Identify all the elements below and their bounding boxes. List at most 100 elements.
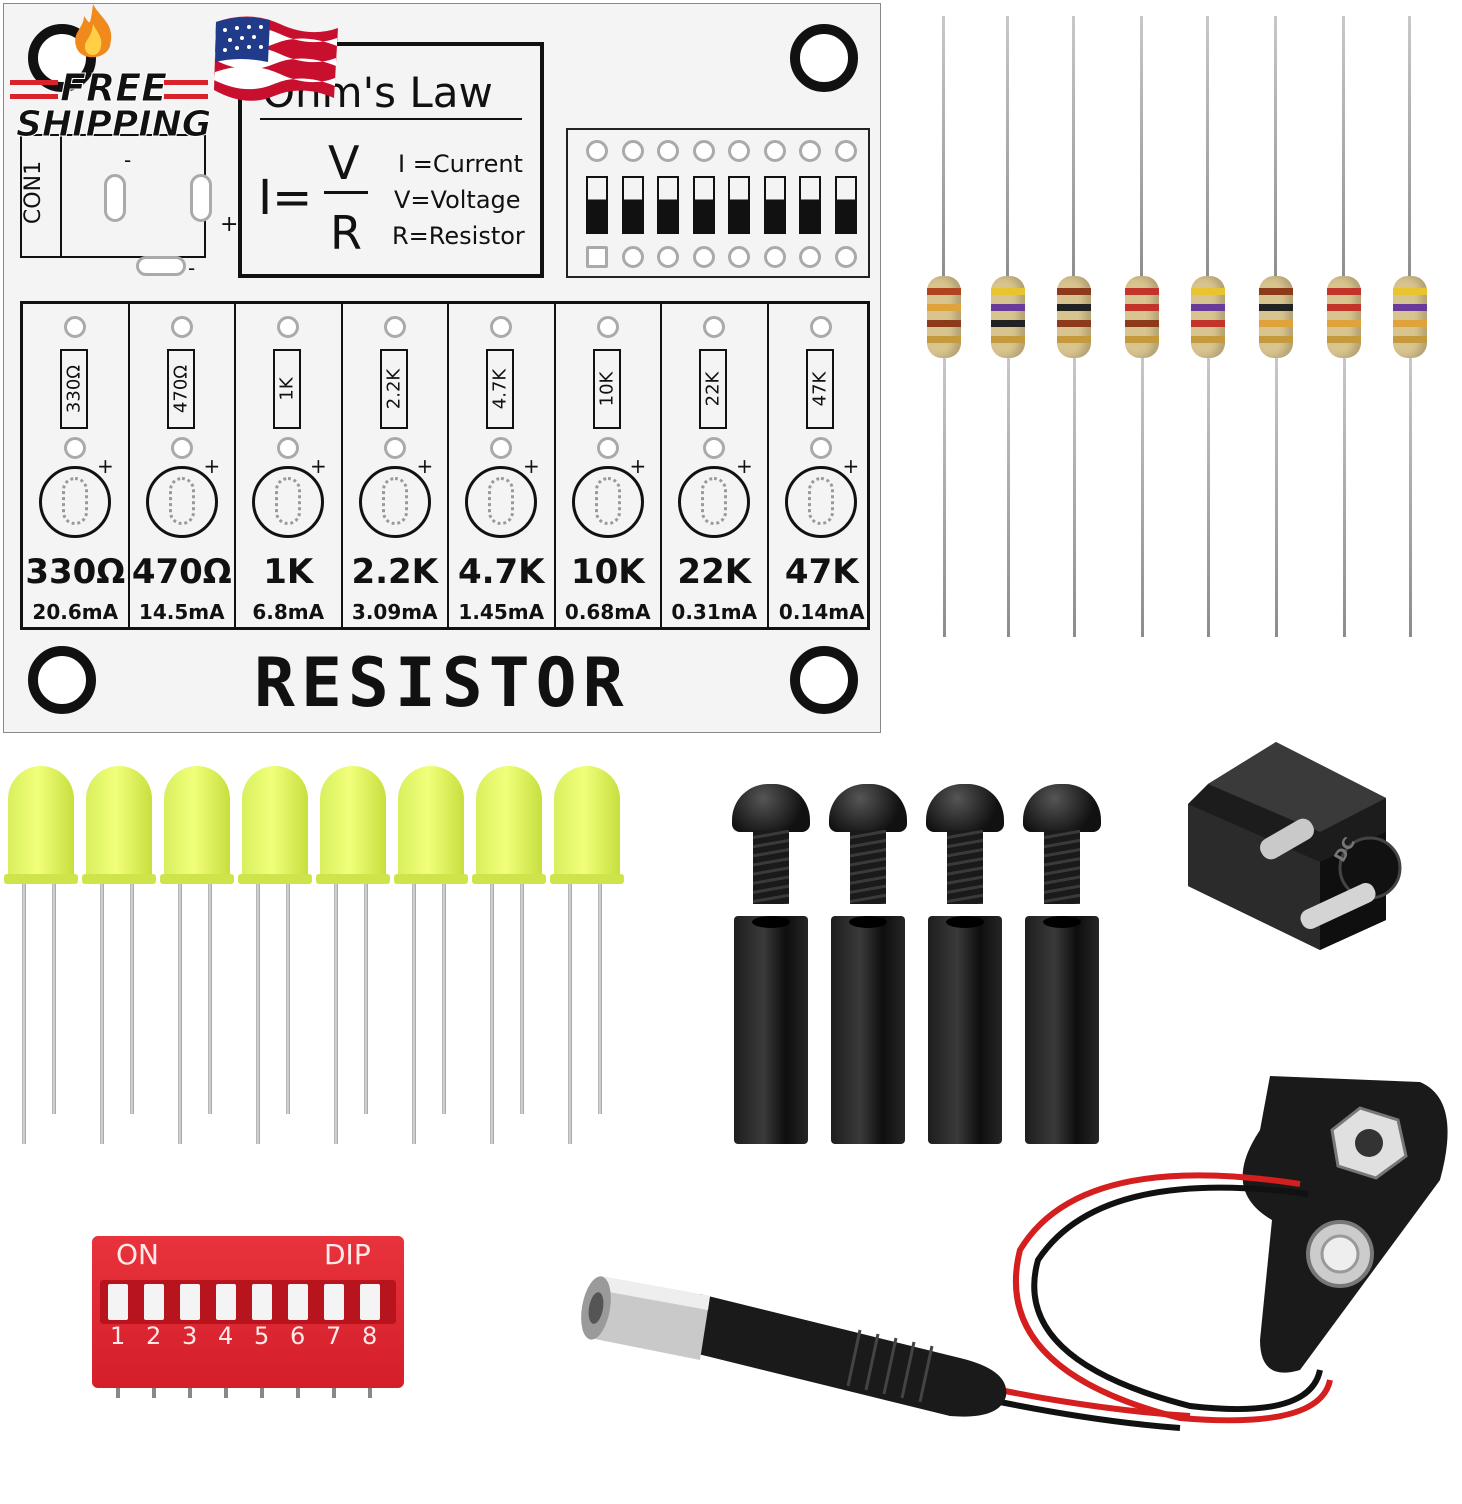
flame-icon (75, 4, 112, 58)
resistor-lead-top (942, 16, 945, 286)
dip-pad-top (657, 140, 679, 162)
screw-head (926, 784, 1004, 832)
screw-thread (947, 830, 983, 904)
color-band (1393, 304, 1427, 311)
resistor-body (1327, 276, 1361, 358)
dip-number: 3 (182, 1322, 198, 1350)
resistor-pad-bottom (277, 437, 299, 459)
led-leg-long (178, 884, 182, 1144)
resistor-lead-bottom (1409, 355, 1412, 637)
footprint-label: 330Ω (63, 364, 85, 414)
resistor-footer-title: RESISTOR (254, 644, 630, 723)
resistor-lead-top (1006, 16, 1009, 286)
screw-thread (850, 830, 886, 904)
con-body-outline (60, 134, 206, 258)
resistor-value: 22K (677, 552, 752, 592)
dip-rocker[interactable] (108, 1284, 128, 1320)
dip-number: 8 (362, 1322, 378, 1350)
dip-on-label: ON (116, 1238, 159, 1271)
con-minus-bottom: - (188, 256, 196, 280)
resistor-lead-top (1408, 16, 1411, 286)
footprint-label: 2.2K (383, 368, 404, 410)
color-band (1327, 320, 1361, 327)
resistor-body (1057, 276, 1091, 358)
resistor-current: 14.5mA (138, 600, 225, 624)
resistor-pad-top (170, 316, 193, 338)
color-band (1125, 320, 1159, 327)
dip-number: 2 (146, 1322, 162, 1350)
resistor-lead-top (1274, 16, 1277, 286)
con-plus: + (220, 212, 239, 237)
color-band (1259, 320, 1293, 327)
resistor-body (1259, 276, 1293, 358)
color-band (1393, 336, 1427, 343)
dip-switch-outline (621, 176, 644, 234)
dip-pin (152, 1388, 156, 1398)
led-plus-mark: + (97, 454, 114, 478)
screw-thread (1044, 830, 1080, 904)
resistor-body (927, 276, 961, 358)
color-band (1191, 288, 1225, 295)
resistor-lead-bottom (1207, 355, 1210, 637)
dip-rocker[interactable] (360, 1284, 380, 1320)
color-band (1327, 288, 1361, 295)
dip-rocker[interactable] (180, 1284, 200, 1320)
color-band (1191, 320, 1225, 327)
led-leg-long (490, 884, 494, 1144)
dip-switch-outline (657, 176, 679, 234)
loose-resistors (900, 0, 1462, 650)
resistor-current: 6.8mA (252, 600, 325, 624)
led-plus-mark: + (203, 454, 221, 478)
led-footprint (252, 466, 324, 538)
resistor-lead-top (1072, 16, 1075, 286)
resistor-lead-top (1206, 16, 1209, 286)
resistor-current: 3.09mA (351, 600, 438, 624)
mount-hole-bottom-right (790, 646, 858, 714)
screw-thread (753, 830, 789, 904)
dip-number: 7 (326, 1322, 342, 1350)
led-plus-mark: + (416, 454, 434, 478)
resistor-pad-top (703, 316, 725, 338)
dip-pad-bottom (728, 246, 750, 268)
badge-stripe-left (10, 80, 58, 85)
dip-rocker[interactable] (324, 1284, 344, 1320)
dip-rocker[interactable] (144, 1284, 164, 1320)
resistor-pad-bottom (383, 437, 406, 459)
led-leg-short (364, 884, 368, 1114)
screw-head (732, 784, 810, 832)
con-pad-3 (136, 256, 186, 276)
led-footprint (784, 466, 857, 538)
led-leg-short (520, 884, 524, 1114)
resistor-footprint: 10K (592, 349, 621, 429)
dip-pin (188, 1388, 192, 1398)
dip-switch-outline (834, 176, 857, 234)
resistor-pad-bottom (170, 437, 193, 459)
dip-pin (116, 1388, 120, 1398)
led-footprint (39, 466, 111, 538)
dip-rocker[interactable] (252, 1284, 272, 1320)
resistor-pad-top (383, 316, 406, 338)
footprint-label: 1K (276, 377, 298, 401)
mount-hole-top-right (790, 24, 858, 92)
dip-dip-label: DIP (324, 1238, 371, 1271)
dip-rocker[interactable] (288, 1284, 308, 1320)
dip-pad-bottom (763, 246, 786, 268)
color-band (927, 336, 961, 343)
dc-jack-icon (1188, 742, 1402, 950)
dip-pad-bottom (657, 246, 679, 268)
dip-rocker[interactable] (216, 1284, 236, 1320)
color-band (1259, 304, 1293, 311)
led-footprint (678, 466, 750, 538)
color-band (1191, 304, 1225, 311)
legend-resistor: R=Resistor (392, 222, 525, 250)
led-leg-long (412, 884, 416, 1144)
color-band (991, 288, 1025, 295)
free-label: FREE (59, 66, 168, 111)
dip-pin (332, 1388, 336, 1398)
battery-clip-with-barrel-plug (560, 1070, 1462, 1500)
